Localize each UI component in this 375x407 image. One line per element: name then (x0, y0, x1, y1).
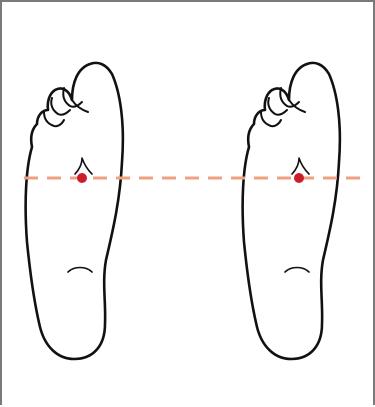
left-heel-crease (68, 268, 92, 273)
right-ball-crease (292, 158, 309, 174)
left-acupoint-dot-icon (77, 173, 87, 183)
right-acupoint-dot-icon (294, 173, 304, 183)
left-ball-crease (75, 158, 92, 174)
left-foot (26, 63, 123, 359)
left-toe-line-3 (51, 98, 70, 115)
right-heel-crease (285, 268, 309, 273)
right-foot (243, 63, 340, 359)
right-toe-line-3 (268, 98, 287, 115)
